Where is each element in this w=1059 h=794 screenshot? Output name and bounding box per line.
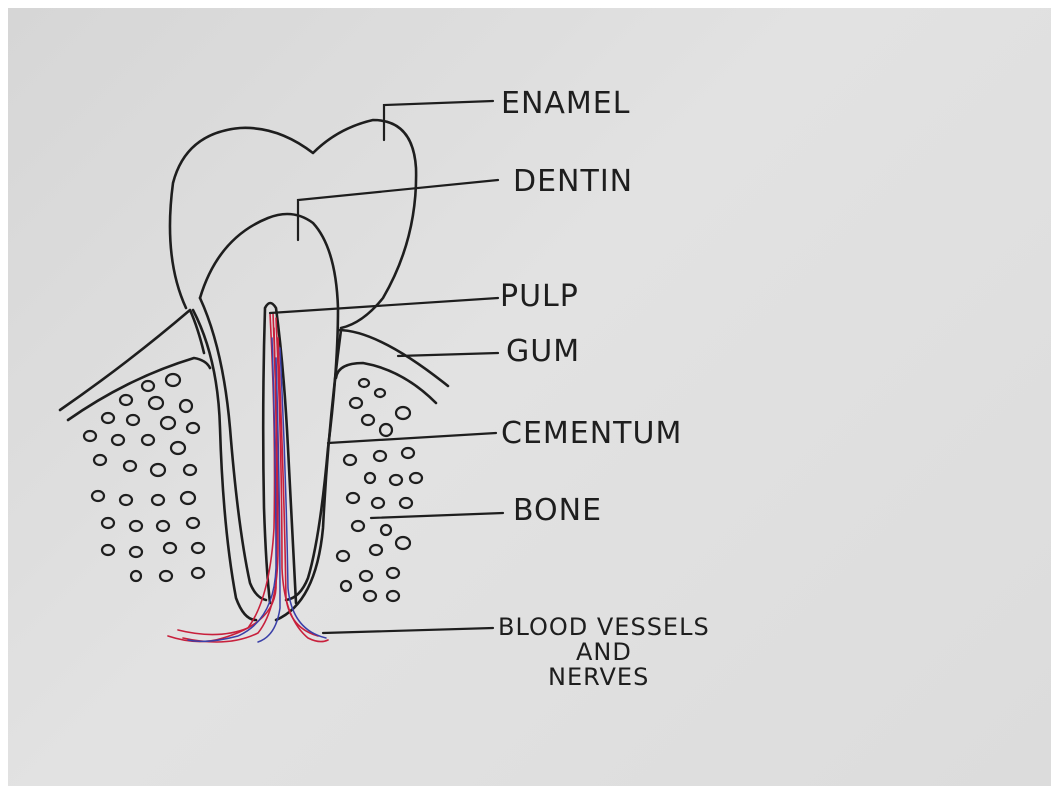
label-pulp: PULP [500,279,579,314]
enamel-leader [384,101,493,140]
blood-vessels-leader [323,628,493,633]
dentin-leader [298,180,498,240]
bone-cells-left [84,374,204,581]
root-outer-left [193,310,256,620]
dentin-outline [200,214,338,600]
bone-crest-right [336,363,436,403]
bone-leader [371,513,503,518]
bone-cells-right [337,379,422,601]
gum-left-outline [60,310,204,410]
tooth-anatomy-diagram: ENAMEL DENTIN PULP GUM CEMENTUM BONE BLO… [8,8,1051,786]
cementum-leader [328,433,496,443]
crown-outline [170,120,416,328]
label-blood-vessels-line1: BLOOD VESSELS [498,613,710,641]
dentin-root-left [200,298,266,600]
label-cementum: CEMENTUM [501,416,682,451]
gum-right-outline [338,330,448,386]
pulp-leader [270,298,498,313]
label-blood-vessels-line3: NERVES [548,663,649,691]
label-dentin: DENTIN [513,164,633,199]
paper-background: ENAMEL DENTIN PULP GUM CEMENTUM BONE BLO… [8,8,1051,786]
label-gum: GUM [506,334,580,369]
label-blood-vessels-line2: AND [576,638,632,666]
label-bone: BONE [513,493,602,528]
label-enamel: ENAMEL [501,86,630,121]
gum-leader [398,353,498,356]
